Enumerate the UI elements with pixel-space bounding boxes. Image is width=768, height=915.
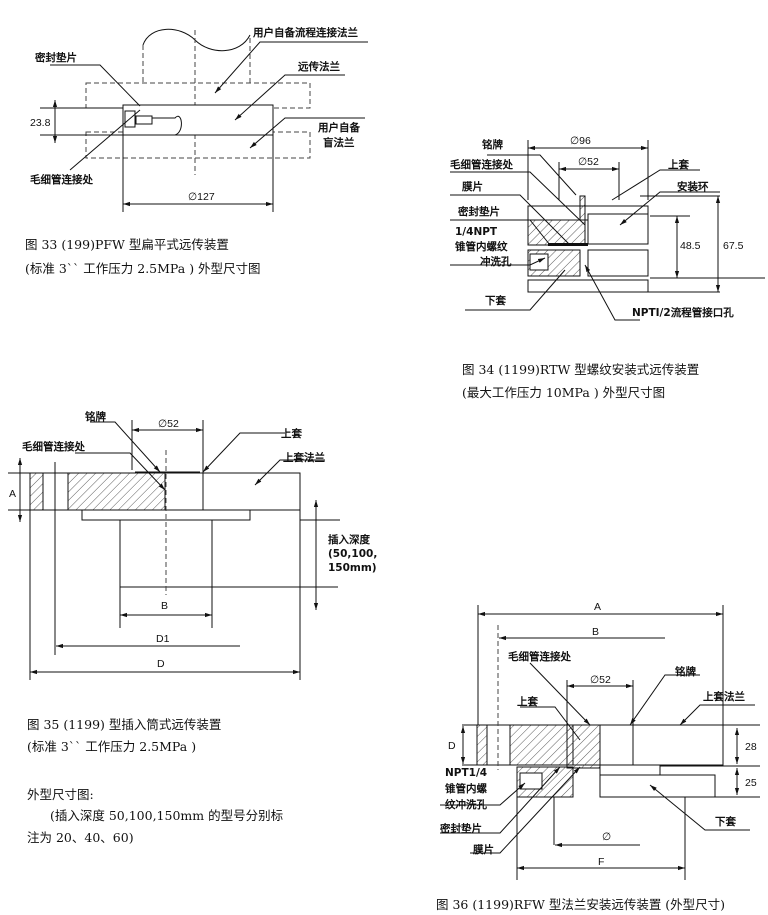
label-remote-flange: 远传法兰: [298, 60, 340, 73]
label-upper-flange: 上套法兰: [283, 451, 325, 464]
user-process-flange: [85, 82, 311, 109]
label-diaphragm: 膜片: [462, 180, 483, 193]
label-depth-unit: 150mm): [328, 562, 377, 574]
label-user-flange: 用户自备流程连接法兰: [252, 26, 358, 39]
dim-h25: 25: [745, 777, 757, 789]
dim-A: A: [594, 601, 601, 613]
label-process-port: NPTI/2流程管接口孔: [632, 306, 734, 319]
label-gasket: 密封垫片: [35, 51, 77, 64]
dim-D: D: [157, 658, 165, 670]
label-flush-hole: 纹冲洗孔: [445, 798, 487, 811]
label-npt: 1/4NPT: [455, 226, 498, 238]
dim-D: D: [448, 740, 456, 752]
dim-D1: D1: [156, 633, 170, 645]
mounting-ring: [587, 213, 649, 245]
label-capillary: 毛细管连接处: [450, 158, 513, 171]
label-flush-hole: 冲洗孔: [480, 255, 512, 268]
label-nameplate: 铭牌: [482, 138, 503, 151]
label-upper-housing: 上套: [517, 695, 538, 708]
caption: 图 36 (1199)RFW 型法兰安装远传装置 (外型尺寸): [436, 897, 725, 912]
note-line-1: 外型尺寸图:: [27, 787, 94, 802]
label-npt-thread: 锥管内螺: [445, 782, 487, 795]
label-diaphragm: 膜片: [473, 843, 494, 856]
dim-d52: ∅52: [578, 156, 599, 168]
dim-d96: ∅96: [570, 135, 591, 147]
user-blind-flange: [85, 131, 311, 159]
dim-h48: 48.5: [680, 240, 701, 252]
label-mounting-ring: 安装环: [677, 180, 709, 193]
lower-housing: [599, 774, 716, 798]
caption-line-1: 图 34 (1199)RTW 型螺纹安装式远传装置: [462, 362, 699, 377]
label-gasket: 密封垫片: [440, 822, 482, 835]
label-lower-housing: 下套: [485, 294, 506, 307]
dim-A: A: [9, 488, 16, 500]
dim-d52: ∅52: [590, 674, 611, 686]
dim-thickness: 23.8: [30, 117, 51, 129]
dim-phi: ∅: [602, 831, 611, 843]
figure-34: ∅96 ∅52 48.5 67.5 铭牌 毛细管连接处 膜片 密封垫片 1/4N…: [450, 135, 765, 400]
dim-h67: 67.5: [723, 240, 744, 252]
label-nameplate: 铭牌: [675, 665, 696, 678]
dim-F: F: [598, 856, 604, 868]
label-upper-flange: 上套法兰: [703, 690, 745, 703]
label-capillary: 毛细管连接处: [508, 650, 571, 663]
pipe-break-line: [142, 28, 251, 52]
caption-line-1: 图 33 (199)PFW 型扁平式远传装置: [25, 237, 229, 252]
label-upper-housing: 上套: [668, 158, 689, 171]
label-upper-housing: 上套: [281, 427, 302, 440]
label-nameplate: 铭牌: [85, 410, 106, 423]
caption-line-2: (标准 3`` 工作压力 2.5MPa ): [27, 739, 196, 754]
figure-36: A B ∅52 D 28 25 ∅ F 毛细管连接处 铭牌 上套 上套法兰 NP…: [436, 601, 760, 912]
label-gasket: 密封垫片: [458, 205, 500, 218]
note-line-3: 注为 20、40、60): [27, 830, 134, 845]
dim-B: B: [161, 600, 168, 612]
dim-diameter: ∅127: [188, 191, 215, 203]
label-insert-depth: 插入深度: [328, 533, 370, 546]
label-user-blind: 用户自备: [317, 121, 360, 134]
label-depth-values: (50,100,: [328, 548, 377, 560]
label-capillary: 毛细管连接处: [30, 173, 93, 186]
dim-d52: ∅52: [158, 418, 179, 430]
caption-line-2: (最大工作压力 10MPa ) 外型尺寸图: [462, 385, 665, 400]
label-npt: NPT1/4: [445, 767, 487, 779]
caption-line-2: (标准 3`` 工作压力 2.5MPa ) 外型尺寸图: [25, 261, 261, 276]
label-capillary: 毛细管连接处: [22, 440, 85, 453]
note-line-2: (插入深度 50,100,150mm 的型号分别标: [50, 808, 283, 823]
caption-line-1: 图 35 (1199) 型插入筒式远传装置: [27, 717, 221, 732]
label-npt-thread: 锥管内螺纹: [455, 240, 508, 253]
remote-flange: [122, 104, 274, 136]
label-blind-flange: 盲法兰: [323, 136, 355, 149]
figure-33: 23.8 ∅127 用户自备流程连接法兰 密封垫片 远传法兰 用户自备 盲法兰 …: [25, 26, 368, 276]
label-lower-housing: 下套: [715, 815, 736, 828]
figure-35: A ∅52 插入深度 (50,100, 150mm) B D1 D 铭牌 毛细管…: [8, 410, 377, 845]
dim-h28: 28: [745, 741, 757, 753]
dim-B: B: [592, 626, 599, 638]
